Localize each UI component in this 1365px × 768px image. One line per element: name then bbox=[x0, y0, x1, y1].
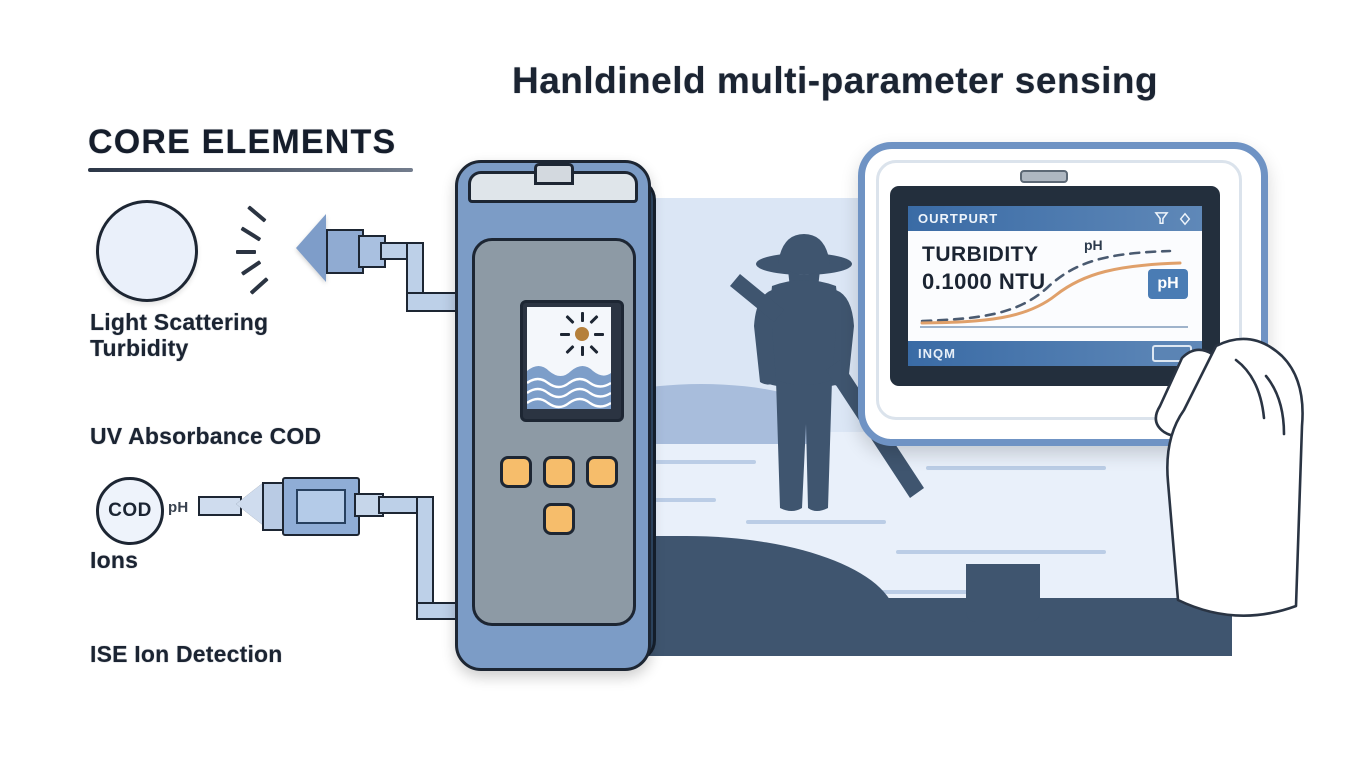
tablet-app-screen: OURTPURT TURBIDITY 0.1000 NTU bbox=[908, 206, 1202, 366]
sample-bucket bbox=[966, 564, 1040, 622]
ph-curve-label: pH bbox=[1084, 237, 1103, 253]
device-front-panel bbox=[472, 238, 636, 626]
label-light-scattering: Light Scattering Turbidity bbox=[90, 309, 269, 362]
waterline bbox=[596, 498, 716, 502]
probe-window bbox=[296, 489, 346, 524]
device-button-3[interactable] bbox=[586, 456, 618, 488]
ph-response-chart bbox=[920, 249, 1188, 328]
waterline bbox=[896, 550, 1106, 554]
label-ise-ion-detection: ISE Ion Detection bbox=[90, 641, 283, 667]
device-button-2[interactable] bbox=[543, 456, 575, 488]
sun-rays bbox=[560, 312, 604, 356]
tablet-speaker-slot bbox=[1020, 170, 1068, 183]
core-elements-heading: CORE ELEMENTS bbox=[88, 123, 397, 161]
sun-icon bbox=[575, 327, 589, 341]
main-title: Hanldineld multi-parameter sensing bbox=[512, 60, 1159, 101]
detector-body bbox=[326, 229, 364, 274]
funnel-icon[interactable] bbox=[1154, 211, 1169, 226]
app-header-title: OURTPURT bbox=[918, 211, 999, 226]
label-light-scattering-line1: Light Scattering bbox=[90, 309, 269, 335]
app-footer-title: INQM bbox=[918, 346, 956, 361]
app-body: TURBIDITY 0.1000 NTU pH pH bbox=[908, 231, 1202, 341]
ph-badge[interactable]: pH bbox=[1148, 269, 1188, 299]
device-button-1[interactable] bbox=[500, 456, 532, 488]
heading-underline bbox=[88, 168, 413, 172]
readout-value: 0.1000 NTU bbox=[922, 269, 1046, 294]
label-ions: Ions bbox=[90, 547, 139, 573]
diamond-icon[interactable] bbox=[1178, 212, 1192, 226]
water-waves-icon bbox=[527, 366, 611, 409]
probe-cone bbox=[236, 482, 264, 526]
ph-marker-label: pH bbox=[168, 499, 189, 516]
light-source-circle bbox=[96, 200, 198, 302]
cod-badge: COD bbox=[96, 477, 164, 545]
device-antenna-nub bbox=[534, 163, 574, 185]
label-light-scattering-line2: Turbidity bbox=[90, 334, 189, 361]
waterline bbox=[926, 466, 1106, 470]
label-uv-absorbance: UV Absorbance COD bbox=[90, 423, 322, 449]
waterline bbox=[856, 590, 1006, 594]
waterline bbox=[606, 460, 756, 464]
detector-funnel-icon bbox=[296, 214, 326, 282]
app-footer-bar: INQM bbox=[908, 341, 1202, 366]
waterline bbox=[746, 520, 886, 524]
device-screen bbox=[527, 307, 611, 409]
header-icons-group bbox=[1154, 211, 1192, 226]
scatter-dashes-group bbox=[232, 205, 272, 295]
app-header-bar: OURTPURT bbox=[908, 206, 1202, 231]
device-button-4[interactable] bbox=[543, 503, 575, 535]
readout-parameter-label: TURBIDITY bbox=[922, 243, 1039, 266]
probe-cable-v bbox=[416, 496, 434, 618]
hand-holding-tablet bbox=[1154, 337, 1304, 617]
